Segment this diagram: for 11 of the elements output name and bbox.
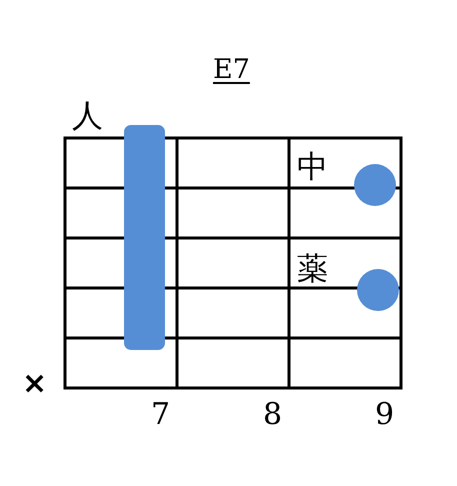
chord-title: E7: [213, 56, 250, 83]
fret-number: 9: [375, 400, 394, 430]
finger-dot: [354, 164, 396, 206]
mute-mark: ×: [22, 369, 48, 399]
finger-label: 薬: [297, 253, 328, 284]
finger-label: 人: [72, 100, 103, 131]
fret-number: 7: [151, 400, 170, 430]
barre-bar: [124, 125, 165, 350]
finger-label: 中: [297, 151, 328, 182]
fret-number: 8: [263, 400, 282, 430]
finger-dot: [357, 269, 399, 311]
